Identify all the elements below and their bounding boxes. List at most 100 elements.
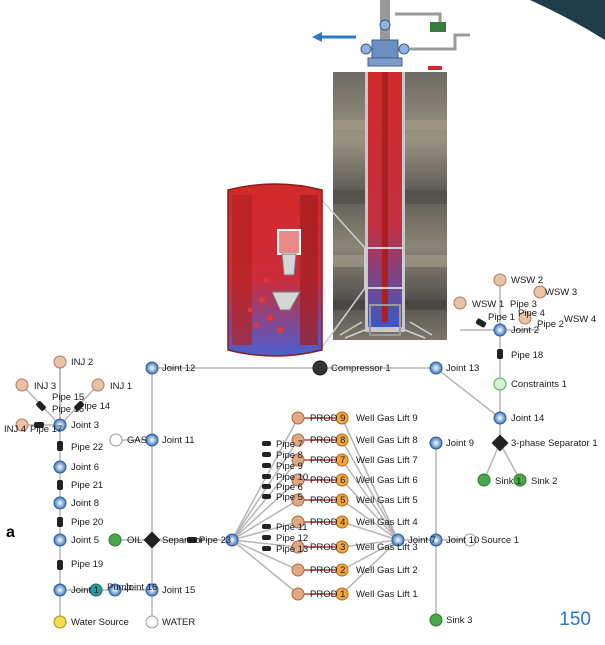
label-joint-2: Joint 2 bbox=[511, 325, 539, 336]
prod-pipe-label: Pipe 11 bbox=[276, 522, 308, 533]
joint-12-node bbox=[145, 361, 159, 375]
gas-lift-label: Well Gas Lift 9 bbox=[356, 413, 418, 424]
label-pipe-15: Pipe 15 bbox=[52, 392, 84, 403]
label-joint-6: Joint 6 bbox=[71, 462, 99, 473]
label-constraints: Constraints 1 bbox=[511, 379, 567, 390]
water-source-node bbox=[53, 615, 67, 629]
label-sink-1: Sink 1 bbox=[495, 476, 521, 487]
prod-pipe-label: Pipe 10 bbox=[276, 472, 308, 483]
prod-pipe-marker bbox=[262, 524, 271, 529]
label-water-source: Water Source bbox=[71, 617, 129, 628]
label-joint-7: Joint 7 bbox=[408, 535, 436, 546]
label-pipe-4: Pipe 4 bbox=[518, 308, 545, 319]
label-pipe-19: Pipe 19 bbox=[71, 559, 103, 570]
prod-pipe-label: Pipe 12 bbox=[276, 533, 308, 544]
prod-pipe-label: Pipe 6 bbox=[276, 482, 303, 493]
prod-pipe-marker bbox=[262, 494, 271, 499]
prod-label: PROD 4 bbox=[310, 517, 345, 528]
label-pipe-16: Pipe 16 bbox=[52, 404, 84, 415]
prod-label: PROD 1 bbox=[310, 589, 345, 600]
label-compressor: Compressor 1 bbox=[331, 363, 391, 374]
prod-label: PROD 6 bbox=[310, 475, 345, 486]
label-oil: OIL bbox=[127, 535, 142, 546]
lift-nodes bbox=[335, 411, 349, 601]
label-joint-1: Joint 1 bbox=[71, 585, 99, 596]
gas-lift-label: Well Gas Lift 5 bbox=[356, 495, 418, 506]
prod-label: PROD 7 bbox=[310, 455, 345, 466]
gas-node bbox=[109, 433, 123, 447]
gas-lift-label: Well Gas Lift 7 bbox=[356, 455, 418, 466]
source-1-node bbox=[463, 533, 477, 547]
prod-nodes bbox=[291, 411, 305, 601]
joints bbox=[53, 323, 507, 597]
label-pipe-18: Pipe 18 bbox=[511, 350, 543, 361]
label-joint-10: Joint 10 bbox=[446, 535, 479, 546]
gas-lift-label: Well Gas Lift 2 bbox=[356, 565, 418, 576]
label-pump: Pump bbox=[107, 582, 132, 593]
label-pipe-23: Pipe 23 bbox=[199, 535, 231, 546]
joint-6-node bbox=[53, 460, 67, 474]
label-source-1: Source 1 bbox=[481, 535, 519, 546]
oil-sink-node bbox=[108, 533, 122, 547]
label-joint-14: Joint 14 bbox=[511, 413, 544, 424]
joint-9-node bbox=[429, 436, 443, 450]
three-phase-node bbox=[491, 434, 509, 452]
prod-label: PROD 2 bbox=[310, 565, 345, 576]
label-joint-16: Joint 16 bbox=[124, 582, 157, 593]
prod-pipe-markers bbox=[262, 441, 271, 551]
lift-links bbox=[304, 417, 336, 595]
label-pipe-1: Pipe 1 bbox=[488, 312, 515, 323]
figure-label: a bbox=[6, 524, 15, 541]
constraints-node bbox=[493, 377, 507, 391]
prod-pipe-marker bbox=[262, 452, 271, 457]
joint-2-node bbox=[493, 323, 507, 337]
gas-lift-label: Well Gas Lift 4 bbox=[356, 517, 418, 528]
sink-2-node bbox=[513, 473, 527, 487]
joint-15-node bbox=[145, 583, 159, 597]
gas-lift-label: Well Gas Lift 8 bbox=[356, 435, 418, 446]
misc-nodes bbox=[53, 360, 509, 629]
label-wsw-4: WSW 4 bbox=[564, 314, 596, 325]
water-node bbox=[145, 615, 159, 629]
prod-pipe-marker bbox=[262, 441, 271, 446]
label-pipe-17: Pipe 17 bbox=[30, 424, 62, 435]
label-joint-9: Joint 9 bbox=[446, 438, 474, 449]
prod-label: PROD 8 bbox=[310, 435, 345, 446]
label-separator: Separator bbox=[162, 535, 204, 546]
label-joint-11: Joint 11 bbox=[162, 435, 195, 446]
label-wsw-2: WSW 2 bbox=[511, 275, 543, 286]
labels: Joint 12 Compressor 1 Joint 13 INJ 2 INJ… bbox=[4, 275, 598, 628]
label-joint-12: Joint 12 bbox=[162, 363, 195, 374]
joint-14-node bbox=[493, 411, 507, 425]
joint-11-node bbox=[145, 433, 159, 447]
label-pipe-20: Pipe 20 bbox=[71, 517, 103, 528]
pipe-markers bbox=[34, 318, 503, 570]
prod-pipe-label: Pipe 5 bbox=[276, 492, 303, 503]
prod-pipe-label: Pipe 9 bbox=[276, 461, 303, 472]
label-inj-3: INJ 3 bbox=[34, 381, 56, 392]
injector-nodes bbox=[15, 273, 547, 432]
label-pipe-22: Pipe 22 bbox=[71, 442, 103, 453]
prod-label: PROD 5 bbox=[310, 495, 345, 506]
prod-pipe-marker bbox=[262, 535, 271, 540]
label-inj-4: INJ 4 bbox=[4, 424, 26, 435]
label-water: WATER bbox=[162, 617, 195, 628]
separator-node bbox=[143, 531, 161, 549]
gas-lift-label: Well Gas Lift 1 bbox=[356, 589, 418, 600]
sink-3-node bbox=[429, 613, 443, 627]
label-joint-13: Joint 13 bbox=[446, 363, 479, 374]
sink-1-node bbox=[477, 473, 491, 487]
prod-pipe-marker bbox=[262, 463, 271, 468]
label-pipe-21: Pipe 21 bbox=[71, 480, 103, 491]
joint-3-node bbox=[53, 418, 67, 432]
label-joint-15: Joint 15 bbox=[162, 585, 195, 596]
joint-5-node bbox=[53, 533, 67, 547]
label-wsw-3: WSW 3 bbox=[545, 287, 577, 298]
prod-pipe-label: Pipe 13 bbox=[276, 544, 308, 555]
corner-decoration bbox=[530, 0, 605, 40]
page-number: 150 bbox=[559, 609, 591, 630]
prod-pipe-label: Pipe 8 bbox=[276, 450, 303, 461]
label-sink-2: Sink 2 bbox=[531, 476, 557, 487]
sink-nodes bbox=[108, 473, 527, 627]
